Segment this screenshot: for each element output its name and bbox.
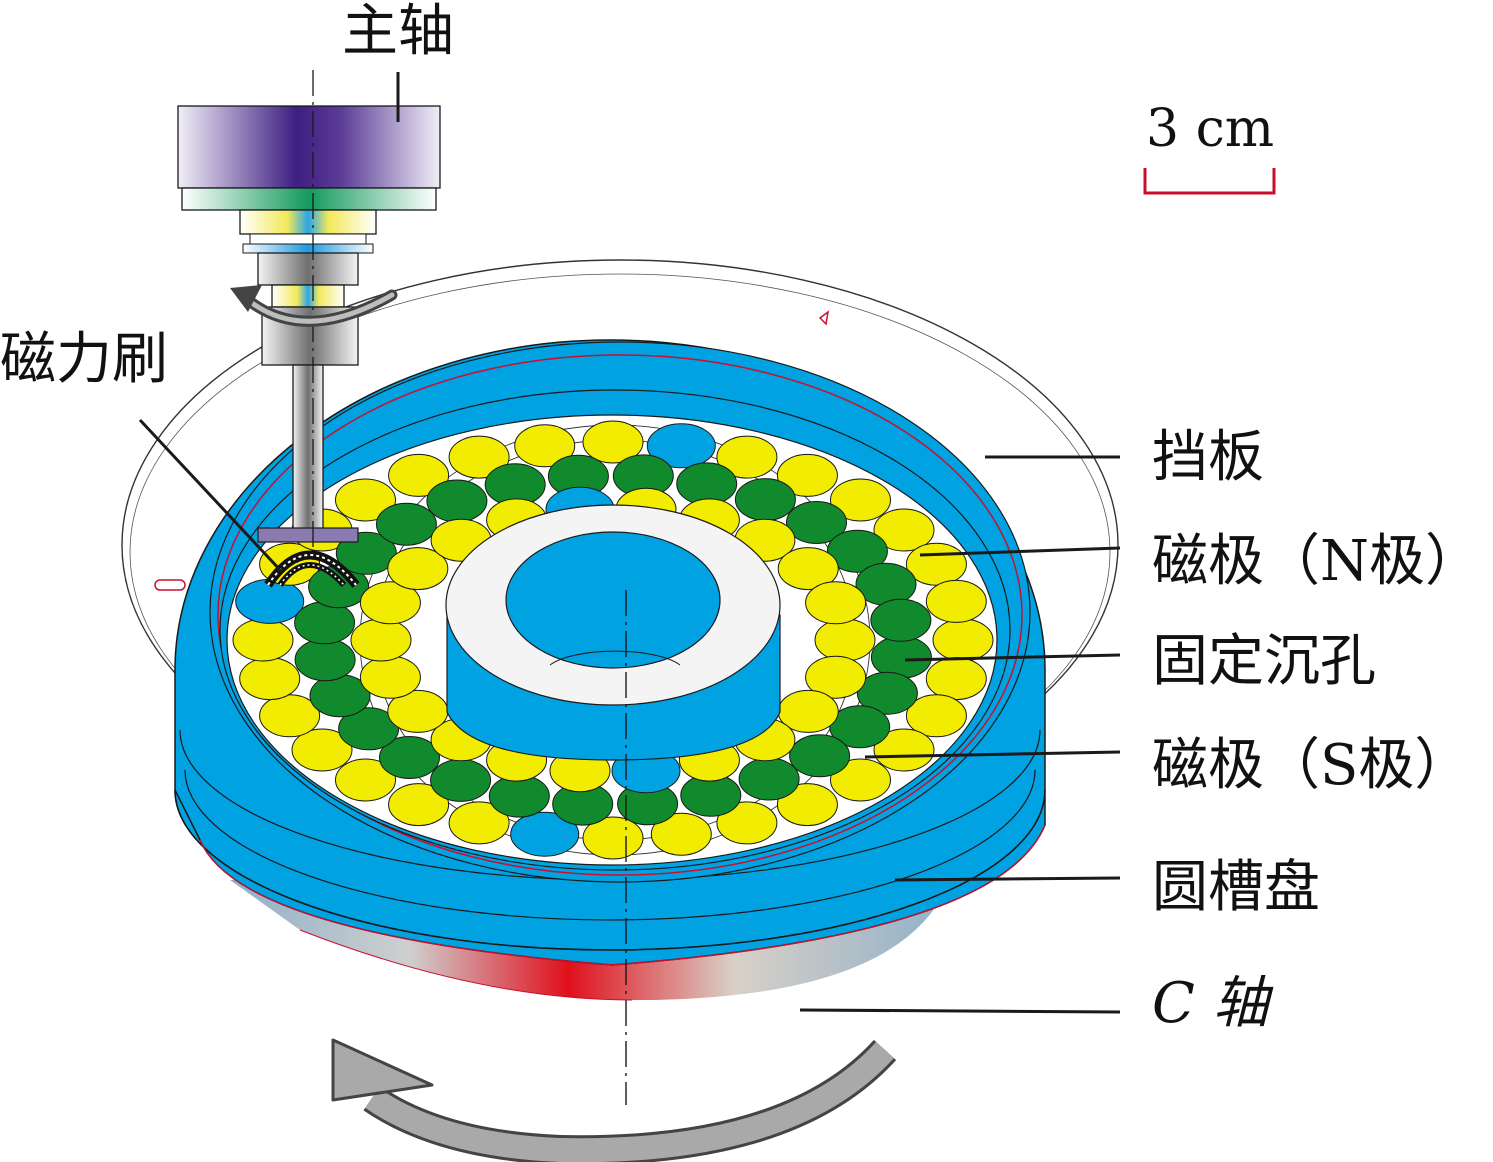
magnetic-pole-n: [232, 618, 294, 662]
magnetic-pole-n: [905, 694, 967, 738]
label-fixed-hole: 固定沉孔: [1152, 629, 1376, 694]
leader-lines: [138, 72, 1121, 1014]
magnetic-pole-n: [830, 478, 891, 522]
magnetic-pole-s: [829, 705, 891, 749]
magnetic-pole-n: [776, 453, 838, 497]
magnetic-pole-n: [582, 816, 644, 860]
label-pole-s: 磁极（S极）: [1152, 733, 1470, 798]
magnetic-pole-n: [291, 728, 353, 772]
magnetic-pole-s: [375, 502, 437, 546]
magnetic-pole-n: [448, 801, 510, 845]
magnetic-pole-n: [830, 758, 891, 802]
magnetic-pole-n: [932, 618, 994, 662]
leader-c-axis: [799, 1008, 1121, 1014]
magnetic-pole-n: [350, 618, 412, 662]
leader-pole-n: [919, 546, 1121, 557]
magnetic-pole-s: [294, 638, 356, 682]
scale-bar-label: 3 cm: [1146, 99, 1274, 159]
magnetic-pole-s: [294, 601, 356, 645]
magnetic-pole-n: [716, 801, 778, 845]
magnetic-pole-s: [338, 707, 400, 751]
rotation-arrow-icon: [331, 1038, 897, 1162]
label-groove-disc: 圆槽盘: [1152, 855, 1320, 920]
magnetic-brush: [264, 550, 360, 588]
magnetic-pole-n: [925, 657, 987, 701]
magnetic-pole-s: [738, 757, 800, 801]
magnetic-pole-s: [826, 529, 888, 573]
label-magnetic-brush: 磁力刷: [0, 327, 168, 392]
magnetic-pole-s: [430, 758, 492, 802]
magnetic-pole-s: [426, 479, 488, 523]
magnetic-pole-n: [387, 547, 449, 591]
magnetic-pole-s: [786, 501, 847, 544]
magnetic-pole-n: [335, 478, 396, 522]
magnetic-pole-n: [582, 420, 644, 464]
magnetic-pole-n: [925, 579, 987, 623]
magnetic-pole-s: [379, 736, 440, 779]
scale-bar: 3 cm: [1143, 99, 1276, 195]
label-c-axis: C 轴: [1152, 971, 1274, 1036]
leader-fixed-hole: [904, 653, 1121, 662]
magnetic-pole-n: [814, 618, 876, 662]
magnetic-pole-n: [716, 435, 778, 479]
label-pole-n: 磁极（N极）: [1152, 529, 1481, 594]
magnetic-pole-n: [359, 581, 421, 625]
magnetic-pole-n: [777, 547, 839, 591]
magnetic-pole-n: [514, 424, 576, 468]
magnetic-pole-n: [805, 655, 867, 699]
magnetic-pole-n: [776, 783, 838, 827]
rotation-arrow-icon: [230, 285, 398, 327]
label-spindle: 主轴: [342, 0, 454, 64]
magnetic-pole-s: [870, 598, 932, 642]
magnetic-pole-n: [388, 783, 450, 827]
magnetic-pole-s: [734, 478, 796, 522]
magnetic-pole-n: [805, 581, 867, 625]
leader-pole-s: [864, 750, 1121, 759]
magnetic-pole-s: [789, 734, 851, 778]
magnetic-pole-s: [335, 531, 397, 575]
fixed-counterbore-hole: [646, 423, 716, 469]
magnetic-pole-s: [856, 671, 918, 715]
fixed-counterbore-hole: [510, 811, 580, 857]
magnetic-pole-n: [873, 508, 935, 552]
magnetic-pole-s: [870, 635, 932, 679]
magnetic-pole-n: [388, 453, 450, 497]
magnetic-pole-n: [650, 812, 712, 856]
center-hub: [445, 504, 781, 761]
magnetic-pole-n: [239, 657, 301, 701]
magnetic-pole-n: [359, 655, 421, 699]
magnetic-pole-n: [873, 728, 935, 772]
label-baffle: 挡板: [1152, 425, 1264, 490]
leader-brush: [138, 418, 284, 574]
leader-groove-disc: [894, 876, 1121, 882]
magnetic-pole-n: [335, 758, 396, 802]
magnetic-pole-n: [448, 435, 510, 479]
